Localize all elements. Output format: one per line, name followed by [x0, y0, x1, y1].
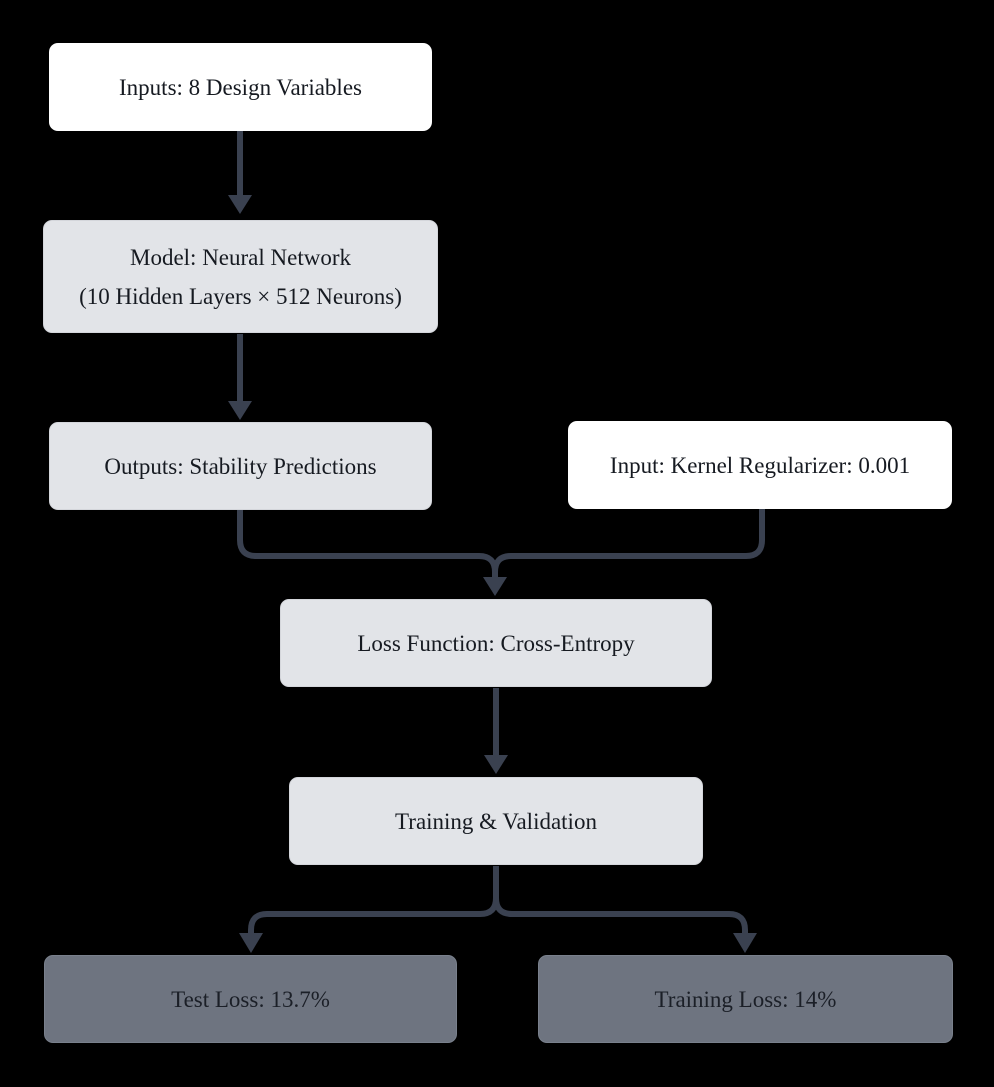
node-model-label-line1: Model: Neural Network	[130, 244, 351, 270]
node-model-label-line2: (10 Hidden Layers × 512 Neurons)	[79, 283, 402, 309]
node-training-loss: Training Loss: 14%	[538, 955, 953, 1043]
node-regularizer: Input: Kernel Regularizer: 0.001	[568, 421, 952, 509]
node-training-validation-label: Training & Validation	[395, 808, 597, 834]
node-test-loss: Test Loss: 13.7%	[44, 955, 457, 1043]
arrowhead-loss-training	[484, 755, 508, 774]
edge-training-trainingloss	[493, 866, 748, 933]
edge-training-testloss	[248, 866, 499, 933]
arrowhead-model-outputs	[228, 401, 252, 420]
arrowhead-training-trainingloss	[733, 933, 757, 953]
arrowhead-inputs-model	[228, 195, 252, 214]
node-loss-function-label: Loss Function: Cross-Entropy	[357, 630, 635, 656]
edge-regularizer-loss	[492, 509, 765, 577]
node-training-validation: Training & Validation	[289, 777, 703, 865]
node-outputs-label: Outputs: Stability Predictions	[104, 453, 377, 479]
node-outputs: Outputs: Stability Predictions	[49, 422, 432, 510]
node-loss-function: Loss Function: Cross-Entropy	[280, 599, 712, 687]
node-training-loss-label: Training Loss: 14%	[654, 986, 837, 1012]
node-inputs: Inputs: 8 Design Variables	[49, 43, 432, 131]
node-regularizer-label: Input: Kernel Regularizer: 0.001	[609, 452, 911, 478]
edge-outputs-loss	[237, 510, 498, 577]
node-test-loss-label: Test Loss: 13.7%	[171, 986, 330, 1012]
arrowhead-training-testloss	[239, 933, 263, 953]
node-model: Model: Neural Network (10 Hidden Layers …	[43, 220, 438, 333]
arrowhead-merge-loss	[483, 577, 507, 596]
node-inputs-label: Inputs: 8 Design Variables	[119, 74, 362, 100]
